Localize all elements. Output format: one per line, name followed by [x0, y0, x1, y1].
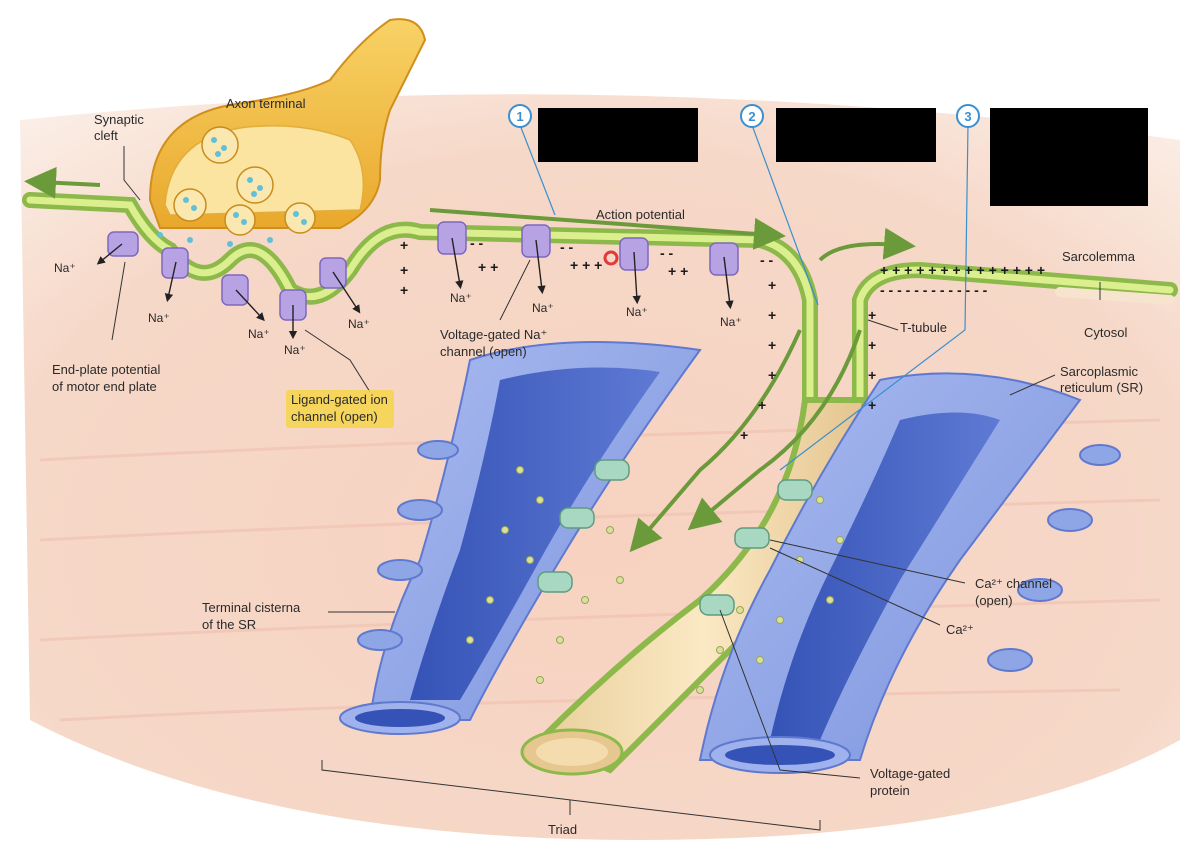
svg-text:- -: - - — [560, 239, 574, 255]
label-synaptic-cleft-2: cleft — [94, 128, 118, 143]
label-ligand-gated-1: Ligand-gated ion — [291, 392, 388, 407]
ca-channels — [537, 459, 813, 616]
charge-signs: +++ - -- -- - + ++ + ++ + - - ++++ ++ + … — [400, 235, 1045, 443]
na-channels — [107, 221, 739, 321]
step-marker-2: 2 — [740, 104, 764, 128]
label-terminal-cisterna-2: of the SR — [202, 617, 256, 632]
svg-text:- -: - - — [470, 235, 484, 251]
svg-text:- -: - - — [660, 245, 674, 261]
label-na: Na⁺ — [348, 317, 370, 331]
label-axon-terminal: Axon terminal — [226, 96, 306, 111]
redaction-box-3 — [990, 108, 1148, 206]
step-leader-lines — [519, 124, 969, 471]
label-cytosol: Cytosol — [1084, 325, 1127, 340]
label-na: Na⁺ — [626, 305, 648, 319]
label-voltage-gated-protein-2: protein — [870, 783, 910, 798]
label-sarcolemma: Sarcolemma — [1062, 249, 1136, 264]
label-sr-1: Sarcoplasmic — [1060, 364, 1139, 379]
label-voltage-gated-protein-1: Voltage-gated — [870, 766, 950, 781]
label-ca-channel-2: (open) — [975, 593, 1013, 608]
svg-text:+: + — [768, 337, 776, 353]
svg-text:+ + +: + + + — [570, 257, 602, 273]
label-triad: Triad — [548, 822, 577, 837]
redaction-box-2 — [776, 108, 936, 162]
na-flow-arrows — [96, 237, 734, 340]
step-number: 3 — [964, 109, 971, 124]
ligand-label-highlight — [286, 390, 394, 428]
label-na: Na⁺ — [450, 291, 472, 305]
label-na: Na⁺ — [532, 301, 554, 315]
step-marker-1: 1 — [508, 104, 532, 128]
svg-text:+: + — [868, 337, 876, 353]
svg-text:+: + — [400, 282, 408, 298]
label-na: Na⁺ — [54, 261, 76, 275]
svg-text:+: + — [768, 307, 776, 323]
svg-text:+: + — [768, 367, 776, 383]
redaction-box-1 — [538, 108, 698, 162]
label-sr-2: reticulum (SR) — [1060, 380, 1143, 395]
label-na: Na⁺ — [284, 343, 306, 357]
action-potential-arrows — [24, 166, 916, 262]
svg-text:+: + — [400, 237, 408, 253]
svg-text:+: + — [400, 262, 408, 278]
stimulus-marker — [603, 250, 619, 266]
svg-text:+: + — [740, 427, 748, 443]
svg-text:+: + — [868, 307, 876, 323]
step-number: 2 — [748, 109, 755, 124]
leader-lines — [111, 146, 1101, 831]
step-marker-3: 3 — [956, 104, 980, 128]
label-na: Na⁺ — [720, 315, 742, 329]
label-voltage-gated-na-2: channel (open) — [440, 344, 527, 359]
svg-text:+: + — [768, 277, 776, 293]
svg-text:+: + — [758, 397, 766, 413]
label-ca-channel-1: Ca²⁺ channel — [975, 576, 1052, 591]
label-end-plate-1: End-plate potential — [52, 362, 161, 377]
axon-terminal — [148, 18, 427, 247]
svg-text:+ +: + + — [478, 259, 498, 275]
label-ligand-gated-2: channel (open) — [291, 409, 378, 424]
label-ca-ion: Ca²⁺ — [946, 622, 974, 637]
label-t-tubule: T-tubule — [900, 320, 947, 335]
svg-text:- - - - - - - - - - - - -: - - - - - - - - - - - - - — [880, 282, 988, 298]
svg-text:+: + — [868, 367, 876, 383]
action-potential-branches — [629, 329, 862, 553]
svg-text:+ +: + + — [668, 263, 688, 279]
label-na: Na⁺ — [248, 327, 270, 341]
label-action-potential: Action potential — [596, 207, 685, 222]
label-terminal-cisterna-1: Terminal cisterna — [202, 600, 301, 615]
svg-text:+ + + + + + + + + + + + + +: + + + + + + + + + + + + + + — [880, 262, 1045, 278]
step-number: 1 — [516, 109, 523, 124]
label-synaptic-cleft-1: Synaptic — [94, 112, 144, 127]
label-end-plate-2: of motor end plate — [52, 379, 157, 394]
sr-left — [339, 341, 702, 735]
svg-text:+: + — [868, 397, 876, 413]
svg-text:- -: - - — [760, 252, 774, 268]
label-voltage-gated-na-1: Voltage-gated Na⁺ — [440, 327, 547, 342]
label-na: Na⁺ — [148, 311, 170, 325]
